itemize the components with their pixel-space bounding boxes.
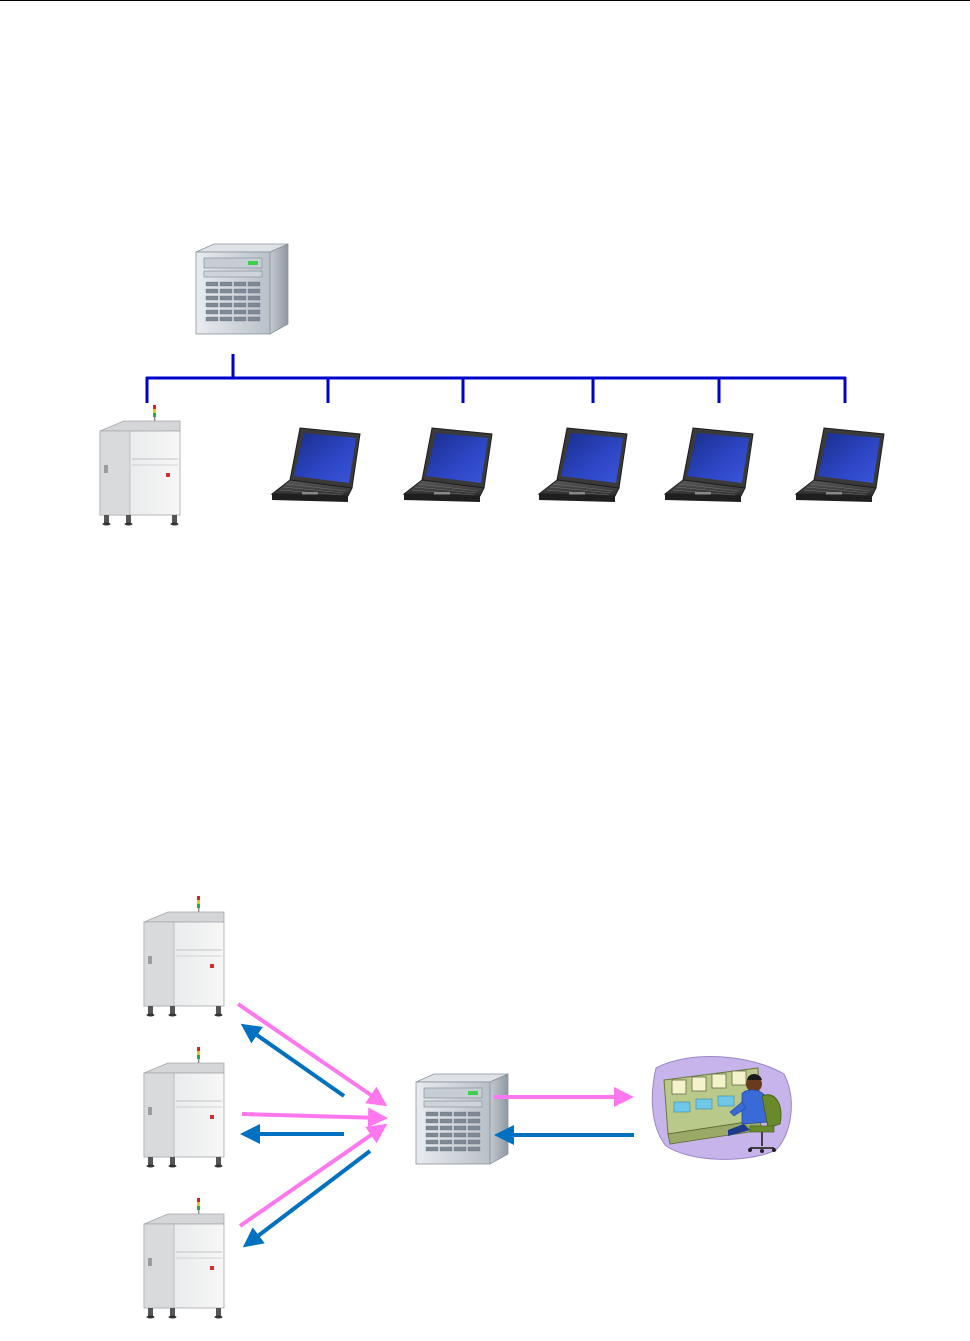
feedback-arrow-1 [244, 1026, 344, 1096]
network-bus [146, 354, 846, 403]
laptop-icon [404, 428, 492, 502]
inspection-machine-icon [144, 896, 224, 1017]
server-icon [196, 244, 288, 334]
laptop-icon [539, 428, 627, 502]
inspection-machine-icon [144, 1198, 224, 1319]
upload-arrow-3 [240, 1126, 384, 1226]
feedback-arrow-3 [246, 1151, 370, 1245]
network-diagram [100, 244, 884, 526]
laptop-icon [272, 428, 360, 502]
laptop-icon [796, 428, 884, 502]
data-flow-diagram [144, 896, 791, 1319]
server-icon [416, 1074, 508, 1164]
inspection-machine-icon [100, 405, 180, 526]
laptop-icon [665, 428, 753, 502]
operator-console-icon [652, 1057, 791, 1160]
upload-arrow-1 [238, 1004, 384, 1104]
inspection-machine-icon [144, 1047, 224, 1168]
upload-arrow-2 [242, 1114, 384, 1118]
